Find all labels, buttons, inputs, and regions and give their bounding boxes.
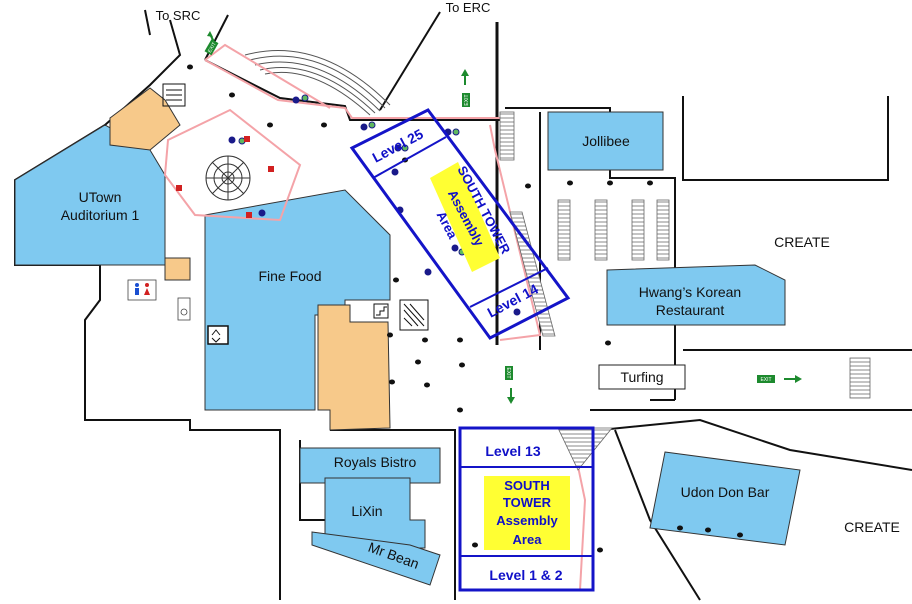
assembly-south-title-4: Area — [513, 532, 543, 547]
create-label-1: CREATE — [774, 234, 830, 250]
udon-don-bar-label: Udon Don Bar — [681, 484, 770, 500]
to-erc-label: To ERC — [446, 0, 491, 15]
exit-sign-erc: EXIT — [462, 93, 470, 107]
turfing-label: Turfing — [620, 369, 663, 385]
exit-sign-top-label: EXIT — [207, 41, 218, 54]
exit-sign-center: EXIT — [505, 366, 513, 380]
assembly-area-south — [458, 426, 595, 592]
turfing-box — [598, 364, 686, 390]
hwangs-label-1: Hwang’s Korean — [639, 284, 741, 300]
royals-bistro-block — [299, 447, 441, 484]
udon-don-bar-block — [649, 451, 801, 546]
hwangs-korean-block — [606, 264, 786, 326]
exit-sign-east: EXIT — [757, 375, 775, 383]
exit-sign-east-label: EXIT — [760, 377, 771, 383]
assembly-south-border — [458, 426, 595, 592]
assembly-north-level-top: Level 25 — [369, 125, 425, 165]
exit-sign-center-label: EXIT — [505, 367, 511, 378]
staircase-block — [399, 299, 429, 331]
stairs-top-left — [162, 83, 186, 107]
assembly-south-level-bottom: Level 1 & 2 — [489, 567, 562, 583]
assembly-south-level-top: Level 13 — [485, 443, 540, 459]
assembly-south-title-3: Assembly — [496, 513, 558, 528]
exit-sign-top: EXIT — [204, 39, 219, 56]
venue-blocks — [14, 111, 801, 586]
lamp-posts — [187, 64, 743, 553]
assembly-north-divider-top — [372, 136, 447, 179]
assembly-north-divider-bottom — [469, 267, 549, 308]
lixin-label: LiXin — [351, 503, 382, 519]
utown-auditorium-label-2: Auditorium 1 — [61, 207, 140, 223]
assembly-south-highlight — [484, 476, 570, 550]
utown-auditorium-label-1: UTown — [79, 189, 122, 205]
direction-arrows — [207, 31, 802, 404]
rotunda — [205, 155, 251, 201]
assembly-area-north — [349, 108, 571, 340]
hwangs-label-2: Restaurant — [656, 302, 725, 318]
mr-bean-block — [311, 531, 441, 586]
exit-sign-erc-label: EXIT — [464, 94, 470, 105]
stairs-icon — [373, 303, 389, 319]
restroom-icon — [127, 279, 157, 301]
assembly-north-highlight — [430, 162, 500, 272]
assembly-north-border — [349, 108, 571, 340]
lift-icon — [207, 325, 229, 345]
assembly-south-title-2: TOWER — [503, 495, 552, 510]
to-src-label: To SRC — [156, 8, 201, 23]
jollibee-block — [547, 111, 664, 171]
amphitheatre-steps — [244, 50, 391, 116]
hatched-areas — [499, 111, 871, 471]
assembly-south-title-1: SOUTH — [504, 478, 550, 493]
royals-bistro-label: Royals Bistro — [334, 454, 417, 470]
wheelchair-icon — [177, 297, 191, 321]
jollibee-label: Jollibee — [582, 133, 630, 149]
fine-food-label: Fine Food — [258, 268, 321, 284]
create-label-2: CREATE — [844, 519, 900, 535]
fire-alarm-markers — [176, 136, 274, 218]
